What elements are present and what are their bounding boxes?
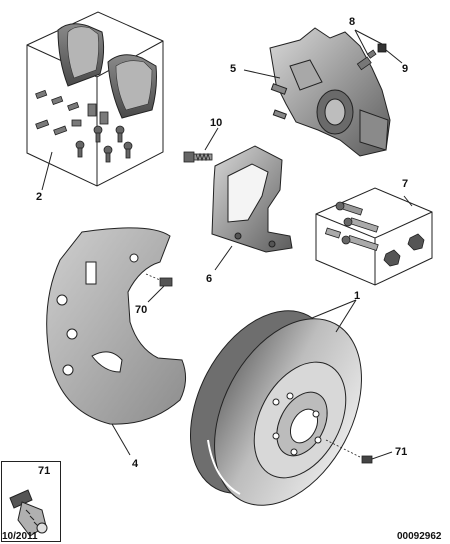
brake-pads: [57, 23, 157, 119]
pads-kit-leader: [41, 151, 53, 191]
callout-70: 70: [135, 304, 148, 316]
callout-2: 2: [36, 191, 43, 203]
brake-caliper: [269, 27, 391, 157]
bolt-kit-leader: [403, 195, 413, 207]
shield-leader: [111, 423, 131, 456]
callout-6: 6: [206, 273, 213, 285]
disc-screw: [325, 439, 373, 464]
bleed-screw: [356, 49, 377, 71]
callout-71: 71: [395, 446, 408, 458]
brake-back-shield: [46, 227, 186, 425]
bracket-leader: [214, 245, 233, 271]
bleed-cap: [377, 43, 387, 53]
brake-disc: [189, 310, 362, 506]
disc-screw-leader: [371, 451, 393, 460]
callout-5: 5: [230, 63, 237, 75]
screw-detail-icon: [9, 489, 48, 537]
caliper-leader: [243, 69, 281, 79]
disc-leaders: [311, 299, 357, 333]
guide-pin-leader: [204, 127, 219, 151]
shield-screw-leader: [147, 285, 165, 303]
callout-9: 9: [402, 63, 409, 75]
footer-date: 10/2011: [2, 531, 38, 542]
guide-pin: [183, 151, 213, 163]
inset-callout-71: 71: [38, 465, 51, 477]
callout-7: 7: [402, 178, 409, 190]
caliper-bracket: [211, 145, 293, 253]
pad-clips: [35, 89, 109, 136]
callout-8: 8: [349, 16, 356, 28]
pad-bolts: [75, 125, 133, 163]
footer-reference: 00092962: [397, 531, 442, 542]
bolt-kit-parts: [324, 201, 425, 267]
screw-detail-inset: 71: [1, 461, 61, 542]
callout-1: 1: [354, 290, 361, 302]
callout-10: 10: [210, 117, 223, 129]
callout-4: 4: [132, 458, 139, 470]
bleed-leaders: [354, 29, 403, 64]
shield-screw: [145, 273, 173, 287]
